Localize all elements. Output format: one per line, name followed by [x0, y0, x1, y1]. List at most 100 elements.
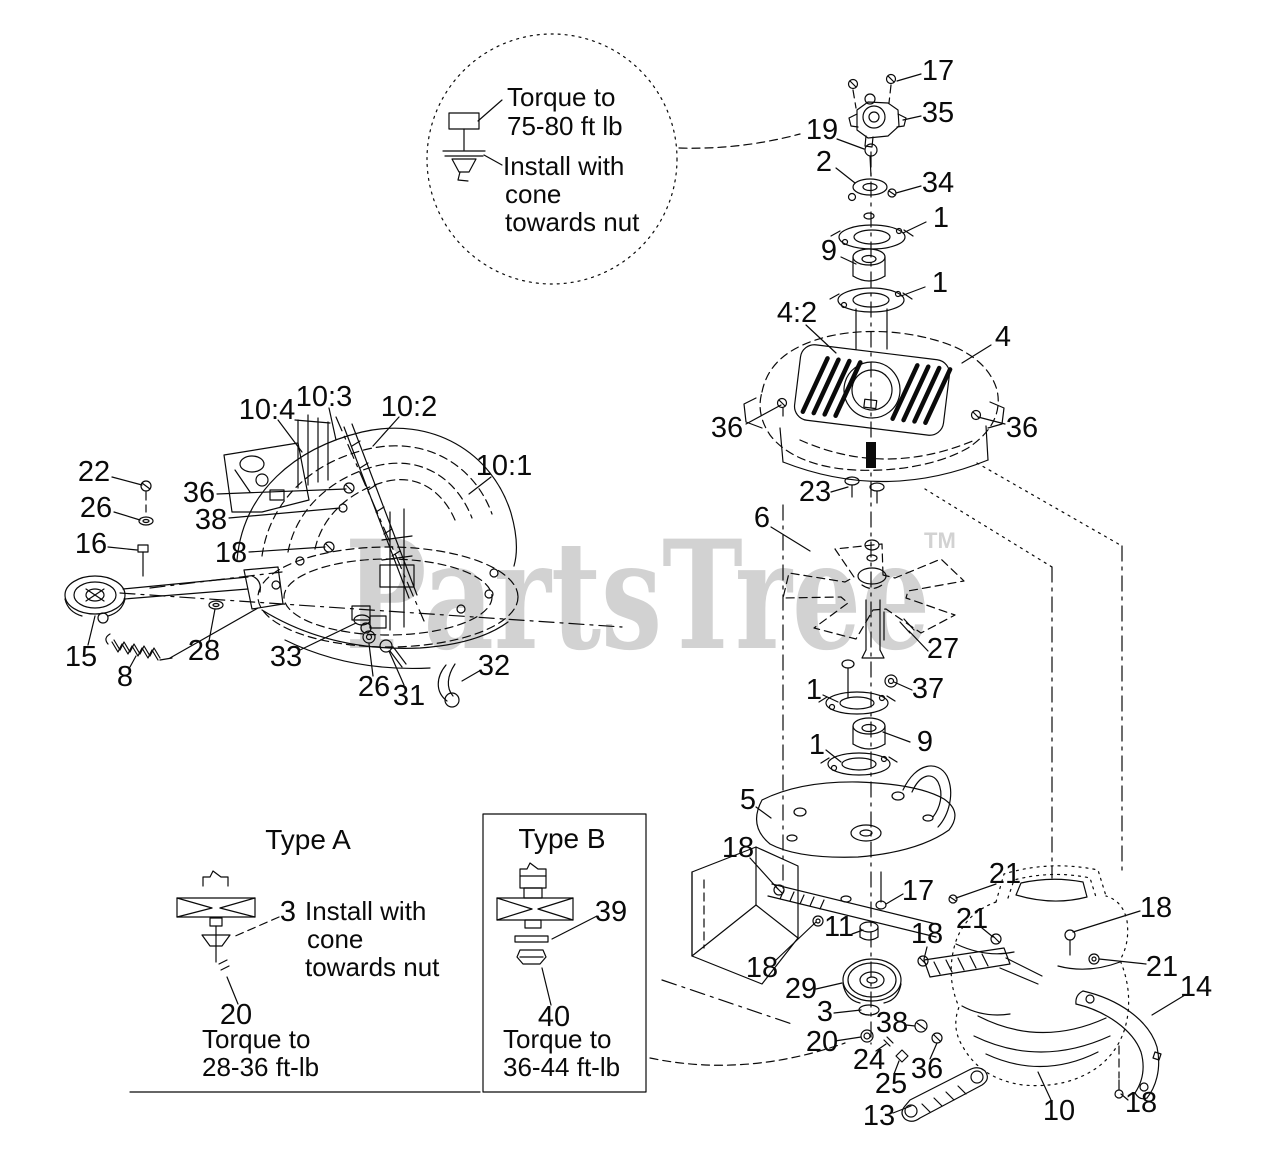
part-28-washer: [208, 600, 224, 610]
idler-assembly: [64, 480, 284, 661]
callout-39: 39: [595, 896, 627, 928]
type-a-detail: Type A 3 Install with cone towards nut 2…: [129, 824, 481, 1093]
part-19-bolt: [864, 143, 878, 157]
bolt-18: [812, 915, 824, 927]
type-a-pulley-icon: [176, 870, 280, 1005]
type-b-torque-line: 36-44 ft-lb: [503, 1052, 620, 1082]
bolt-23: [844, 476, 860, 486]
part-37-washer: [884, 674, 898, 688]
callout-9: 9: [821, 235, 837, 267]
part-39-washer: [514, 935, 549, 943]
part-9-bearing-upper: [852, 248, 886, 282]
callout-27: 27: [927, 633, 959, 665]
pivot-bracket: [243, 566, 284, 610]
balloon-install-line: cone: [505, 179, 561, 209]
callout-4: 4: [995, 321, 1011, 353]
callout-31: 31: [393, 680, 425, 712]
callout-1: 1: [806, 674, 822, 706]
callout-26: 26: [358, 671, 390, 703]
callout-16: 16: [75, 528, 107, 560]
part-32-hook: [437, 663, 460, 708]
type-a-title: Type A: [265, 824, 351, 855]
callout-22: 22: [78, 456, 110, 488]
balloon-circle: [426, 33, 678, 285]
callout-38: 38: [195, 504, 227, 536]
part-1-flange-mid-upper: [818, 691, 896, 715]
callout-1: 1: [933, 202, 949, 234]
part-13-idler-arm: [901, 1067, 988, 1122]
callout-2: 2: [816, 146, 832, 178]
screw-36: [343, 482, 355, 494]
part-6-fan: [782, 543, 965, 640]
part-16-bolt: [137, 544, 149, 553]
part-40-nut: [516, 949, 547, 965]
callout-10-1: 10:1: [476, 450, 532, 482]
part-14-strap: [1075, 990, 1162, 1100]
part-1-flange-upper: [830, 224, 914, 250]
bolt-washer-icon: [442, 99, 503, 182]
callout-14: 14: [1180, 971, 1212, 1003]
callout-labels: 17 35 19 2 34 1 9 1 4:2 4 36 36 23 6 27 …: [65, 55, 1212, 1132]
callout-10-3: 10:3: [296, 381, 352, 413]
deck-belt-slot: [866, 442, 876, 468]
callout-28: 28: [188, 635, 220, 667]
plate-handle: [902, 765, 952, 828]
watermark-text: PartsTree: [345, 508, 930, 684]
balloon-torque-line: Torque to: [507, 82, 615, 112]
part-1-flange-lower: [829, 287, 913, 313]
type-a-torque-line: 28-36 ft-lb: [202, 1052, 319, 1082]
callout-8: 8: [117, 661, 133, 693]
callout-36: 36: [711, 412, 743, 444]
callout-10-4: 10:4: [239, 394, 295, 426]
callout-21: 21: [989, 858, 1021, 890]
callout-leader-lines: [87, 73, 1186, 1114]
callout-18: 18: [722, 832, 754, 864]
part-10-housing-body: [950, 895, 1130, 1087]
callout-25: 25: [875, 1068, 907, 1100]
callout-10: 10: [1043, 1095, 1075, 1127]
callout-38: 38: [876, 1007, 908, 1039]
callout-20: 20: [220, 999, 252, 1031]
callout-35: 35: [922, 97, 954, 129]
callout-34: 34: [922, 167, 954, 199]
deck-cover-assembly: [743, 330, 1005, 504]
bolt-18: [773, 884, 785, 896]
part-8-spring: [113, 639, 161, 659]
callout-24: 24: [853, 1044, 885, 1076]
type-b-pulley-icon: [496, 862, 598, 1006]
mount-channel: [923, 947, 1011, 978]
nut-21: [990, 933, 1002, 945]
callout-18: 18: [1140, 892, 1172, 924]
washer-21: [1088, 953, 1100, 965]
part-2-washer: [852, 178, 888, 196]
callout-6: 6: [754, 502, 770, 534]
part-27-key: [899, 621, 911, 634]
callout-18: 18: [911, 918, 943, 950]
bolt-23: [869, 482, 885, 492]
watermark-tm: TM: [924, 528, 956, 553]
part-35-mount: [856, 101, 900, 139]
callout-37: 37: [912, 673, 944, 705]
callout-10-2: 10:2: [381, 391, 437, 423]
callout-17: 17: [922, 55, 954, 87]
callout-1: 1: [809, 729, 825, 761]
callout-3: 3: [280, 896, 296, 928]
callout-20: 20: [806, 1026, 838, 1058]
watermark: PartsTree TM: [345, 508, 956, 684]
callout-18: 18: [215, 537, 247, 569]
part-15-pulley: [64, 575, 126, 615]
part-29-pulley: [842, 958, 902, 1004]
callout-36: 36: [183, 477, 215, 509]
type-a-install-line: Install with: [305, 896, 426, 926]
callout-15: 15: [65, 641, 97, 673]
part-22-screw: [140, 480, 152, 492]
callout-36: 36: [1006, 412, 1038, 444]
part-20-nut: [860, 1029, 874, 1043]
balloon-install-line: Install with: [503, 151, 624, 181]
washer-26: [362, 630, 376, 644]
part-25-clip: [895, 1049, 909, 1063]
type-a-torque-line: Torque to: [202, 1024, 310, 1054]
bolt-18: [917, 955, 929, 967]
balloon-note: Torque to 75-80 ft lb Install with cone …: [426, 33, 678, 285]
